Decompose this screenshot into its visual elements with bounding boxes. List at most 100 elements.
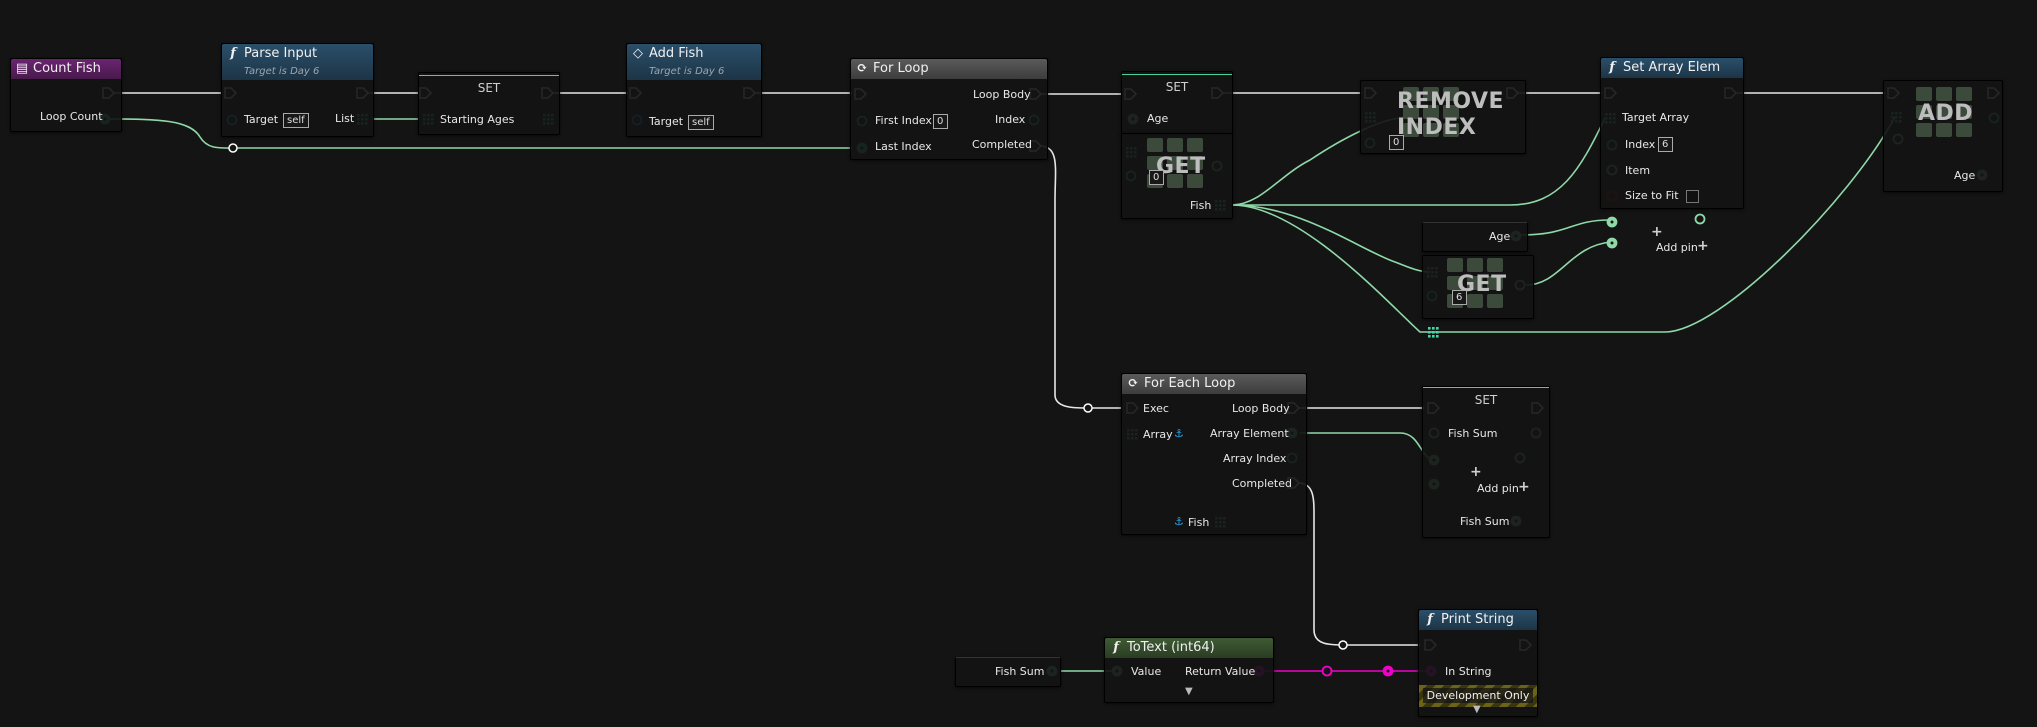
set-array-add-b-pin-core [1610, 241, 1614, 245]
add-pin-plus-icon[interactable]: + [1651, 224, 1663, 240]
add-icon [1916, 87, 1972, 137]
add-age-label: Age [1954, 169, 1976, 182]
to-text-expand-icon[interactable]: ▼ [1185, 686, 1193, 697]
reroute-knot-exec[interactable] [1083, 403, 1093, 413]
for-each-loop-node[interactable]: ⟳For Each Loop Exec Array ⚓ Loop Body Ar… [1121, 373, 1307, 535]
remove-index-icon [1403, 87, 1459, 137]
count-fish-header[interactable]: ▤ Count Fish [11, 59, 121, 79]
exec-wire-completed-to-foreach[interactable] [1039, 145, 1122, 409]
array-label: Array [1143, 428, 1173, 441]
add-fish-title: Add Fish [649, 46, 704, 61]
set-age-header: SET [1122, 74, 1232, 99]
get-fish-title: GET [1156, 154, 1206, 179]
set-array-add-a-pin-core [1610, 220, 1614, 224]
data-wire-fish-to-setarray[interactable] [1232, 117, 1606, 206]
remove-index-title-2: INDEX [1397, 115, 1477, 140]
array-index-label: Array Index [1223, 452, 1287, 465]
set-array-index-field[interactable]: 6 [1658, 137, 1673, 152]
for-loop-header[interactable]: ⟳For Loop [851, 59, 1047, 79]
count-fish-title: Count Fish [33, 61, 101, 76]
data-wire-age-to-setarray[interactable] [1519, 219, 1611, 236]
data-wire-getsix-to-add[interactable] [1525, 241, 1613, 286]
add-node[interactable]: ADD Age [1883, 80, 2003, 192]
exec-wire-foreach-completed-to-print[interactable] [1297, 482, 1420, 646]
set-fish-sum-node[interactable]: SET Fish Sum + Add pin + Fish Sum [1422, 386, 1550, 538]
set-age-node[interactable]: SET Age [1121, 71, 1233, 135]
set-array-add-pin-label[interactable]: Add pin [1656, 241, 1698, 254]
print-string-expand-icon[interactable]: ▼ [1473, 704, 1481, 715]
set-starting-ages-node[interactable]: SET Starting Ages [418, 72, 560, 135]
reroute-array-pin-cell [1432, 327, 1435, 330]
event-icon: ▤ [15, 61, 29, 76]
string-reroute-b-pin-core [1386, 669, 1390, 673]
fish-sum-add-pin-button-icon[interactable]: + [1518, 479, 1530, 495]
function-icon: f [230, 46, 236, 61]
fish-sum-getter-node[interactable]: Fish Sum [955, 657, 1061, 687]
age-getter-label: Age [1489, 230, 1511, 243]
first-index-field[interactable]: 0 [933, 114, 948, 129]
for-each-loop-header[interactable]: ⟳For Each Loop [1122, 374, 1306, 394]
loop-icon: ⟳ [1127, 376, 1139, 391]
parse-input-self-field[interactable]: self [283, 113, 309, 128]
add-fish-self-field[interactable]: self [688, 115, 714, 130]
fish-wildcard-icon: ⚓ [1174, 515, 1184, 528]
loop-icon: ⟳ [856, 61, 868, 76]
reroute-array-pin-cell [1428, 327, 1431, 330]
reroute-knot-loopcount[interactable] [228, 143, 238, 153]
reroute-array-pin-cell [1432, 335, 1435, 338]
remove-index-title-1: REMOVE [1397, 89, 1505, 114]
set-starting-ages-header: SET [419, 75, 559, 100]
item-label: Item [1625, 164, 1651, 177]
remove-index-field[interactable]: 0 [1389, 135, 1404, 150]
get-fish-output-label: Fish [1190, 199, 1212, 212]
get-six-index-field[interactable]: 6 [1452, 290, 1467, 305]
function-icon: f [1609, 60, 1615, 75]
set-array-add-out-pin[interactable] [1694, 213, 1706, 225]
parse-input-target-label: Target [244, 113, 279, 126]
in-string-label: In String [1445, 665, 1492, 678]
get-fish-node[interactable]: GET 0 Fish [1121, 133, 1233, 219]
size-to-fit-checkbox[interactable] [1686, 190, 1699, 203]
add-pin-button-icon[interactable]: + [1697, 238, 1709, 254]
diamond-icon: ◇ [633, 46, 643, 61]
to-text-value-label: Value [1131, 665, 1162, 678]
data-wire-loopcount-to-lastindex[interactable] [107, 118, 852, 149]
data-wire-fish-to-add[interactable] [1231, 116, 1896, 333]
index-label: Index [995, 113, 1026, 126]
add-fish-header[interactable]: ◇ Add Fish Target is Day 6 [627, 44, 761, 80]
for-each-completed-label: Completed [1232, 477, 1292, 490]
data-wire-fish-to-getsix[interactable] [1231, 204, 1431, 273]
count-fish-node[interactable]: ▤Count Fish Loop Count [10, 58, 122, 132]
for-each-loop-body-label: Loop Body [1232, 402, 1290, 415]
data-wire-element-to-setsum[interactable] [1300, 432, 1435, 461]
reroute-array-pin-cell [1436, 331, 1439, 334]
size-to-fit-label: Size to Fit [1625, 189, 1679, 202]
set-array-index-label: Index [1625, 138, 1656, 151]
set-fish-sum-var-label: Fish Sum [1448, 427, 1498, 440]
reroute-knot-print[interactable] [1338, 640, 1348, 650]
get-fish-index-field[interactable]: 0 [1149, 170, 1164, 185]
age-getter-node[interactable]: Age [1422, 222, 1528, 252]
set-age-var-label: Age [1147, 112, 1169, 125]
remove-index-node[interactable]: REMOVE INDEX 0 [1360, 80, 1526, 154]
add-title: ADD [1918, 101, 1974, 126]
get-six-node[interactable]: GET 6 [1422, 255, 1534, 319]
development-only-label: Development Only [1422, 688, 1534, 703]
first-index-label: First Index [875, 114, 932, 127]
add-fish-subtitle: Target is Day 6 [649, 66, 725, 77]
set-fish-sum-add-pin-label[interactable]: Add pin [1477, 482, 1519, 495]
add-fish-node[interactable]: ◇Add Fish Target is Day 6 Target self [626, 43, 762, 137]
fish-sum-add-pin-plus-icon[interactable]: + [1470, 464, 1482, 480]
parse-input-title: Parse Input [244, 46, 318, 61]
reroute-array-pin-cell [1428, 335, 1431, 338]
for-loop-node[interactable]: ⟳For Loop First Index 0 Last Index Loop … [850, 58, 1048, 160]
string-reroute-a-pin[interactable] [1321, 665, 1333, 677]
